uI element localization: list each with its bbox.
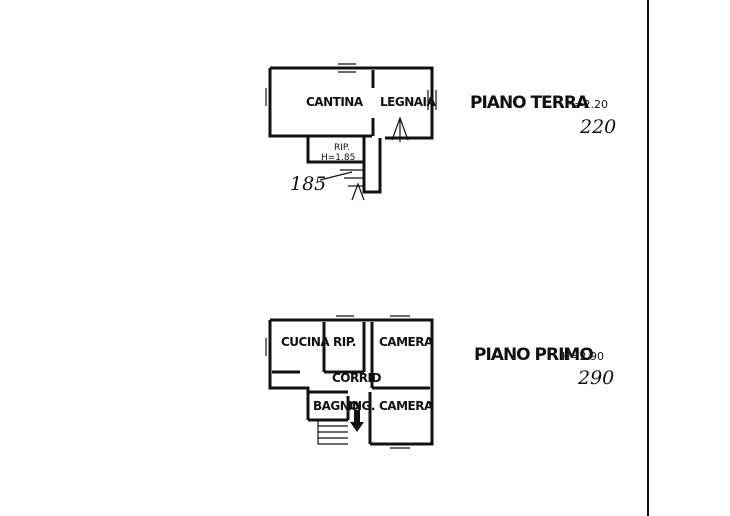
room-label-rip-terra: RIP. bbox=[334, 143, 350, 153]
primo-entrance-arrow bbox=[350, 410, 364, 432]
terra-stair-arrow bbox=[351, 182, 365, 201]
title-piano-terra: PIANO TERRA bbox=[470, 93, 590, 113]
title-piano-primo: PIANO PRIMO bbox=[474, 345, 593, 365]
handwritten-height-primo: 290 bbox=[577, 367, 614, 389]
terra-stair-wall bbox=[362, 136, 382, 194]
room-label-cantina: CANTINA bbox=[306, 95, 364, 109]
room-label-legnaia: LEGNAIA bbox=[380, 95, 436, 109]
room-label-camera-top: CAMERA bbox=[379, 335, 434, 349]
room-label-bagno: BAGNO bbox=[313, 399, 359, 413]
handwritten-height-terra: 220 bbox=[579, 116, 616, 138]
terra-rip-wall bbox=[306, 136, 364, 164]
room-label-ing: ING. bbox=[348, 399, 375, 413]
piano-terra-plan: CANTINA LEGNAIA RIP. H=1.85 185 PIANO TE… bbox=[265, 63, 616, 201]
piano-primo-plan: CUCINA RIP. CAMERA CORRID BAGNO ING. CAM… bbox=[265, 315, 614, 449]
height-label-terra: H=2.20 bbox=[566, 98, 608, 111]
room-label-corrid: CORRID bbox=[332, 371, 381, 385]
terra-outer-wall-left bbox=[268, 68, 372, 138]
primo-outer-wall-left bbox=[268, 320, 310, 420]
room-height-rip-terra: H=1.85 bbox=[321, 153, 355, 163]
terra-outer-wall-top bbox=[270, 66, 434, 140]
handwritten-185-leader bbox=[319, 171, 353, 181]
primo-outer-wall-right bbox=[270, 318, 434, 446]
height-label-primo: H=2.90 bbox=[562, 350, 604, 363]
room-label-camera-bottom: CAMERA bbox=[379, 399, 434, 413]
room-label-rip-primo: RIP. bbox=[333, 335, 356, 349]
handwritten-185: 185 bbox=[290, 173, 326, 195]
room-label-cucina: CUCINA bbox=[281, 335, 330, 349]
